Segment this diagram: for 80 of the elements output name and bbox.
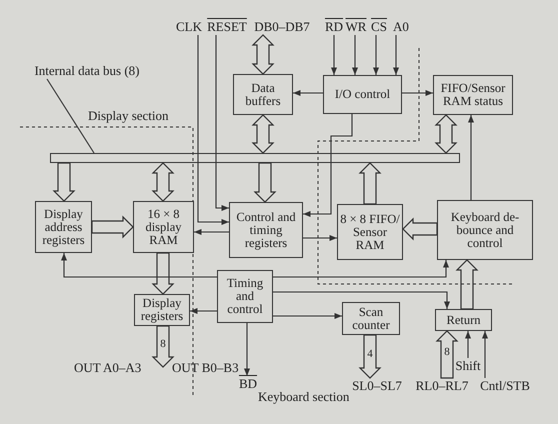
arrow	[194, 228, 229, 236]
arrow	[468, 115, 474, 200]
box-label: Display registers	[140, 297, 184, 323]
hollow-arrow	[152, 325, 174, 368]
hollow-arrow	[358, 334, 382, 379]
arrow	[273, 260, 450, 278]
box-label: Timing and control	[226, 277, 264, 316]
hollow-arrow	[402, 218, 438, 240]
box-label: 16 × 8 display RAM	[144, 208, 183, 246]
process-box	[435, 309, 492, 331]
arrow	[190, 308, 217, 314]
hollow-arrow	[434, 114, 458, 154]
process-box	[35, 201, 92, 253]
box-label: I/O control	[334, 88, 392, 101]
signal-label: RL0–RL7	[412, 378, 472, 394]
signal-label: BD	[238, 376, 258, 392]
arrow	[352, 35, 358, 75]
section-label: Display section	[88, 108, 169, 123]
arrow	[293, 90, 323, 96]
box-label: Scan counter	[351, 306, 391, 332]
arrow	[273, 312, 342, 320]
arrow	[60, 253, 217, 278]
box-label: Keyboard de-bounce and control	[450, 210, 520, 250]
process-box	[337, 204, 403, 260]
process-box	[342, 302, 400, 335]
signal-label: RESET	[204, 19, 250, 35]
hollow-arrow	[254, 162, 276, 203]
arrow	[392, 35, 400, 75]
signal-label: Internal data bus (8)	[22, 63, 152, 79]
process-box	[229, 202, 303, 258]
signal-label: Shift	[453, 358, 483, 372]
hollow-arrow	[252, 34, 274, 75]
box-label: 8 × 8 FIFO/ Sensor RAM	[339, 212, 401, 252]
arrow	[402, 90, 433, 96]
hollow-arrow	[436, 330, 458, 379]
signal-label: CLK	[176, 19, 202, 35]
hollow-arrow	[152, 252, 174, 295]
box-label: Control and timing registers	[235, 210, 297, 250]
process-box	[323, 75, 402, 114]
signal-label: DB0–DB7	[250, 19, 314, 35]
section-label: Keyboard section	[258, 389, 350, 404]
edge-label: 4	[366, 348, 374, 360]
process-box	[433, 75, 513, 115]
hollow-arrow	[252, 114, 274, 154]
data-bus	[50, 153, 460, 163]
arrow	[197, 35, 229, 226]
arrow	[303, 234, 337, 242]
hollow-arrow	[358, 162, 382, 205]
signal-label: RD	[324, 19, 344, 35]
box-label: Return	[445, 314, 482, 326]
box-label: Data buffers	[244, 82, 282, 108]
arrow	[330, 35, 338, 75]
process-box	[437, 200, 533, 260]
arrow	[482, 331, 488, 378]
process-box	[217, 270, 273, 323]
signal-label: Cntl/STB	[474, 378, 536, 394]
arrow	[273, 291, 450, 309]
arrow	[244, 323, 250, 376]
arrow	[372, 35, 380, 75]
signal-label: CS	[368, 19, 390, 35]
hollow-arrow	[152, 162, 174, 202]
leader-line	[46, 78, 94, 154]
arrow	[464, 331, 472, 358]
process-box	[134, 294, 190, 326]
arrow	[303, 114, 353, 218]
process-box	[133, 201, 194, 253]
arrow	[215, 35, 229, 212]
box-label: FIFO/Sensor RAM status	[440, 82, 506, 108]
edge-label: 8	[159, 338, 167, 350]
signal-label: SL0–SL7	[347, 378, 407, 394]
signal-label: A0	[390, 19, 412, 35]
section-label: OUT A0–A3	[74, 360, 142, 375]
hollow-arrow	[91, 216, 134, 238]
section-label: OUT B0–B3	[172, 360, 239, 375]
edge-label: 8	[443, 346, 451, 358]
box-label: Display address registers	[41, 208, 86, 246]
hollow-arrow	[456, 259, 478, 310]
signal-label: WR	[344, 19, 368, 35]
hollow-arrow	[52, 162, 76, 202]
process-box	[233, 74, 293, 115]
